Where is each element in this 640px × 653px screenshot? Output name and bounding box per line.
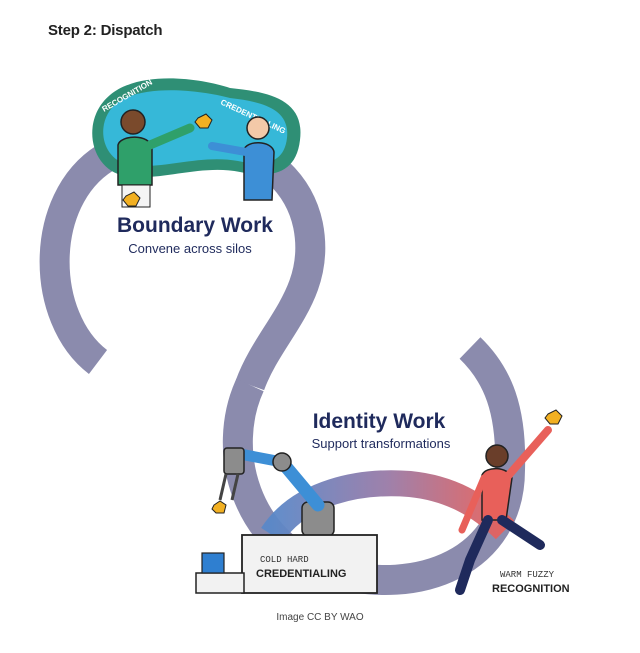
person-label-line1: WARM FUZZY <box>500 570 555 580</box>
person-label-line2: RECOGNITION <box>492 583 570 595</box>
identity-work-subtitle: Support transformations <box>312 436 451 451</box>
machine-label-line1: COLD HARD <box>260 555 309 565</box>
gold-badge-small-icon <box>122 191 141 207</box>
person-credential-receiver <box>208 116 275 201</box>
image-credit: Image CC BY WAO <box>276 612 364 623</box>
machine-label-line2: CREDENTIALING <box>256 568 346 580</box>
person-recognition <box>455 426 552 595</box>
lower-loop-track <box>222 337 526 595</box>
boundary-work-subtitle: Convene across silos <box>128 241 252 256</box>
identity-work-title: Identity Work <box>313 410 446 433</box>
gold-badge-icon <box>194 113 213 129</box>
robot-arm <box>211 447 335 537</box>
section-heading: Step 2: Dispatch <box>48 22 163 39</box>
raised-badge-icon <box>544 409 563 425</box>
credentialing-machine <box>195 534 378 594</box>
boundary-work-title: Boundary Work <box>117 214 273 237</box>
